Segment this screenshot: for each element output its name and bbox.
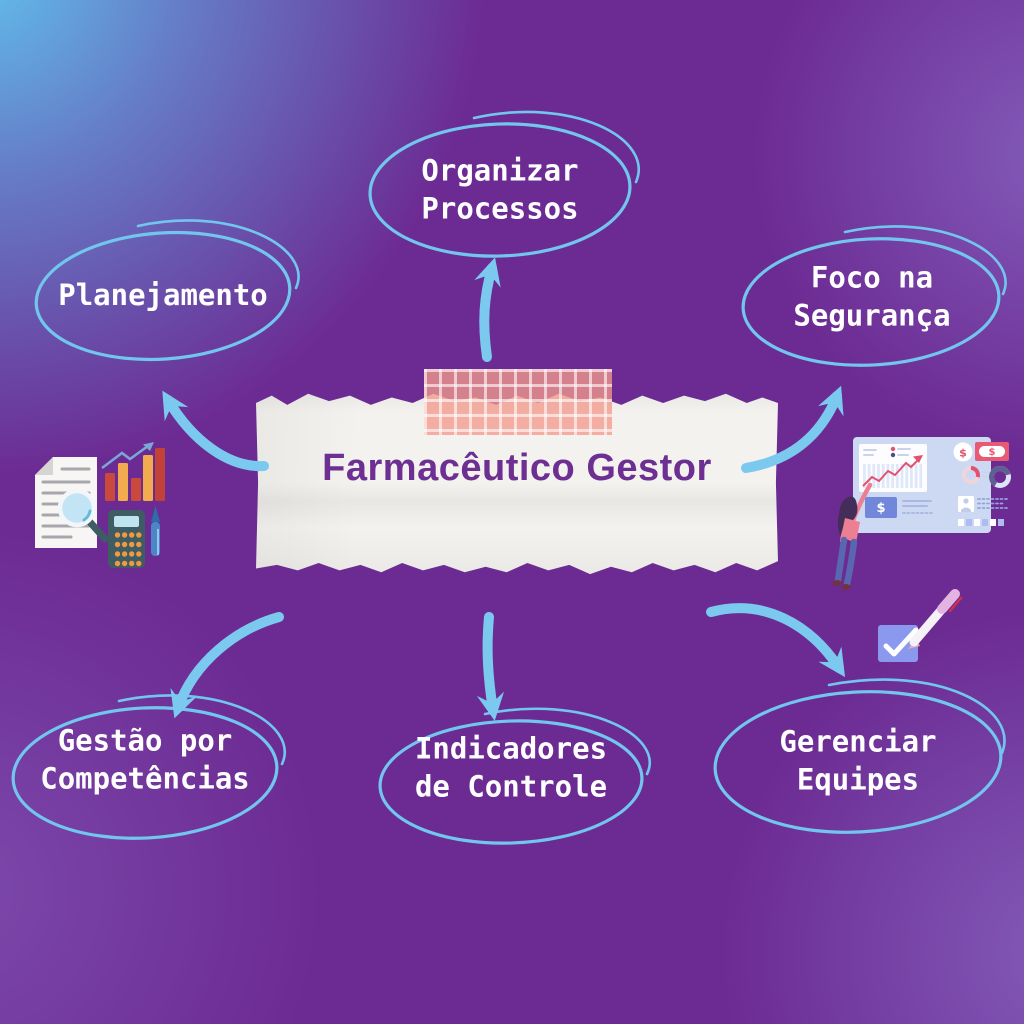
person-pointing-illustration (832, 482, 873, 590)
dollar-symbol: $ (989, 447, 996, 458)
bubble-indicadores-de-controle: Indicadores de Controle (415, 730, 607, 805)
bubble-label: Foco na Segurança (793, 260, 951, 332)
bubble-outline-foco-na-seguranca (741, 225, 1007, 367)
bar-chart-icon (101, 442, 165, 501)
analytics-dashboard-icon: $ $ $ (853, 437, 1011, 533)
pen-icon (151, 506, 160, 556)
arrow-to-gerenciar-equipes (706, 603, 846, 678)
money-bill-icon: $ (975, 442, 1009, 461)
arrow-to-foco-na-seguranca (741, 385, 844, 473)
bubble-planejamento: Planejamento (58, 277, 268, 315)
calculator-icon (108, 510, 145, 568)
bubble-outline-indicadores-de-controle (378, 707, 651, 845)
bubble-label: Planejamento (58, 278, 268, 313)
bubble-foco-na-seguranca: Foco na Segurança (793, 259, 950, 334)
bubble-outlines (11, 110, 1007, 845)
bubble-label: Gestão por Competências (40, 723, 250, 795)
documents-chart-calculator-illustration (35, 442, 165, 568)
bubble-outline-planejamento (34, 219, 300, 362)
arrow-to-planejamento (162, 390, 269, 472)
dollar-symbol: $ (959, 447, 967, 460)
marker-pen-icon (908, 589, 963, 649)
bubble-label: Gerenciar Equipes (779, 724, 937, 796)
page-title: Farmacêutico Gestor (322, 447, 712, 489)
connector-arrows (162, 257, 846, 721)
washi-tape (424, 369, 612, 435)
arrow-to-gestao-por-competencias (170, 612, 284, 719)
bubble-label: Indicadores de Controle (414, 731, 608, 803)
arrow-to-organizar-processos (474, 257, 501, 362)
bubble-outline-organizar-processos (368, 110, 640, 258)
checkbox-icon (878, 625, 919, 662)
dollar-symbol: $ (876, 501, 885, 516)
bubble-outline-gerenciar-equipes (713, 678, 1006, 834)
dashboard-person-illustration: $ $ $ (832, 437, 1011, 590)
magnifier-icon (57, 488, 109, 543)
bubble-gestao-por-competencias: Gestão por Competências (40, 722, 250, 797)
bubble-organizar-processos: Organizar Processos (421, 152, 578, 227)
bubble-outline-gestao-por-competencias (11, 694, 286, 840)
bubble-label: Organizar Processos (421, 153, 579, 225)
arrow-to-indicadores-de-controle (476, 612, 505, 721)
checkbox-pen-illustration (878, 589, 963, 662)
bubble-gerenciar-equipes: Gerenciar Equipes (779, 723, 936, 798)
